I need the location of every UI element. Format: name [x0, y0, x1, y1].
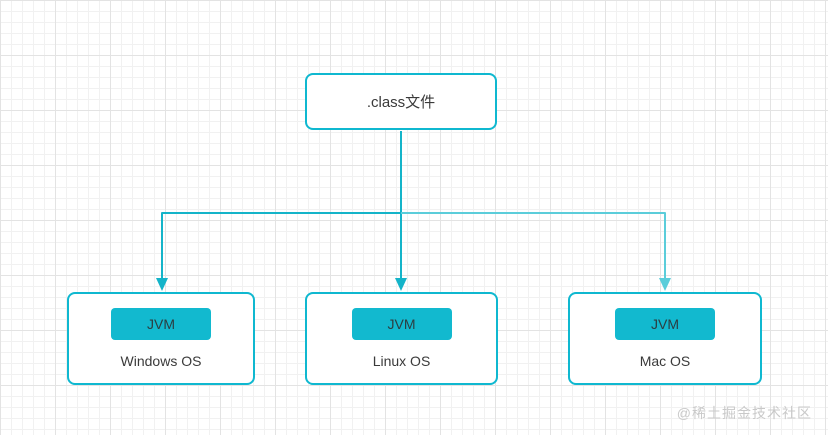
node-linux-os: JVM Linux OS — [305, 292, 498, 385]
os-label-windows: Windows OS — [120, 353, 202, 369]
connector-class-to-mac — [401, 212, 666, 279]
node-class-file-label: .class文件 — [366, 94, 436, 111]
os-label-mac: Mac OS — [639, 353, 691, 369]
jvm-badge-windows: JVM — [111, 308, 211, 340]
node-windows-os: JVM Windows OS — [67, 292, 255, 385]
node-mac-os: JVM Mac OS — [568, 292, 762, 385]
arrowhead-linux-icon — [395, 278, 407, 291]
jvm-badge-mac: JVM — [615, 308, 715, 340]
node-class-file: .class文件 — [305, 73, 497, 130]
connector-class-to-windows — [161, 212, 401, 279]
os-label-linux: Linux OS — [372, 353, 431, 369]
arrowhead-windows-icon — [156, 278, 168, 291]
jvm-badge-linux: JVM — [351, 308, 452, 340]
arrowhead-mac-icon — [659, 278, 671, 291]
watermark: @稀土掘金技术社区 — [676, 405, 812, 421]
